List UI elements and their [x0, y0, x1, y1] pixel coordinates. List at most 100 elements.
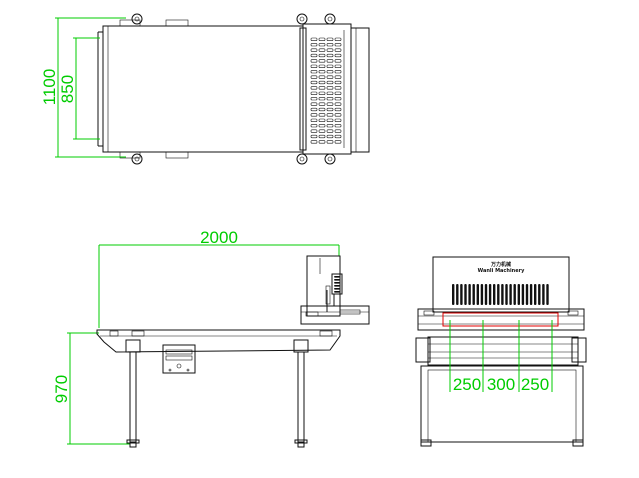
vent-slot [310, 86, 318, 90]
front-view-housing [432, 256, 570, 313]
fan-stripe [334, 282, 340, 284]
grille-slot [538, 284, 541, 305]
vent-slot [310, 48, 318, 52]
dim-label-300: 300 [487, 375, 515, 394]
vent-slot [318, 113, 326, 117]
vent-slot [326, 59, 334, 63]
dim-label-250-right: 250 [521, 375, 549, 394]
vent-slot [310, 97, 318, 101]
vent-slot [326, 53, 334, 58]
vent-slot [326, 107, 334, 112]
vent-slot [310, 113, 318, 117]
vent-slot [326, 129, 334, 133]
vent-slot [318, 86, 326, 90]
vent-slots [310, 37, 342, 144]
grille-slot [513, 284, 516, 305]
vent-slot [318, 129, 326, 133]
dimension-2000: 2000 [98, 228, 340, 328]
vent-slot [334, 37, 342, 41]
grille-slot [542, 284, 545, 305]
vent-slot [334, 80, 342, 85]
front-view-dimensions: 250 300 250 [449, 320, 553, 394]
vent-slot [326, 37, 334, 41]
dim-label-250-left: 250 [453, 375, 481, 394]
fan-stripes [334, 276, 340, 293]
vent-slot [334, 91, 342, 95]
dim-label-970: 970 [52, 375, 71, 403]
vent-slot [310, 37, 318, 41]
vent-slot [318, 80, 326, 85]
vent-slot [318, 43, 326, 47]
grille-slot [464, 284, 467, 305]
vent-slot [334, 70, 342, 74]
vent-slot [334, 129, 342, 133]
grille-slot [468, 284, 471, 305]
vent-slot [326, 48, 334, 52]
vent-slot [334, 118, 342, 122]
grille-slot [505, 284, 508, 305]
fan-stripe [334, 288, 340, 290]
fan-stripe [334, 279, 340, 281]
vent-slot [326, 64, 334, 68]
vent-slot [326, 91, 334, 95]
grille-slot [484, 284, 488, 305]
vent-slot [310, 80, 318, 85]
fan-stripe [334, 285, 340, 287]
vent-slot [310, 140, 318, 144]
vent-slot [326, 124, 334, 128]
vent-slot [326, 43, 334, 47]
dim-label-2000: 2000 [200, 228, 238, 247]
top-view: 1100 850 [40, 13, 370, 165]
heating-zone-highlight [442, 312, 559, 327]
vent-slot [334, 48, 342, 52]
side-view-tunnel [300, 255, 370, 325]
grille-slot [480, 284, 484, 305]
top-view-belt [102, 25, 304, 153]
vent-slot [318, 75, 326, 79]
vent-slot [318, 48, 326, 52]
vent-slot [310, 107, 318, 112]
side-view-frame [96, 329, 341, 353]
vent-slot [318, 59, 326, 63]
grille-slot [476, 284, 479, 305]
vent-slot [334, 102, 342, 106]
vent-slot [310, 129, 318, 133]
vent-slot [318, 64, 326, 68]
top-view-bolts [131, 13, 336, 165]
vent-slot [310, 43, 318, 47]
grille-slot [517, 284, 520, 305]
side-view-legs [125, 339, 309, 448]
fan-stripe [334, 291, 340, 293]
grille-slot [521, 284, 525, 305]
vent-slot [310, 91, 318, 95]
vent-slot [334, 86, 342, 90]
vent-slot [334, 75, 342, 79]
vent-slot [326, 118, 334, 122]
vent-slot [318, 70, 326, 74]
top-view-tunnel [299, 23, 370, 155]
dimension-970: 970 [52, 332, 130, 445]
grille-slot [460, 284, 463, 305]
vent-slot [326, 102, 334, 106]
vent-slot [334, 59, 342, 63]
vent-slot [310, 75, 318, 79]
vent-slot [326, 70, 334, 74]
grille-slot [525, 284, 529, 305]
vent-slot [334, 113, 342, 117]
vent-slot [326, 140, 334, 144]
fan-stripe [334, 276, 340, 278]
grille-slot [529, 284, 533, 305]
side-view-control-box [162, 344, 196, 374]
vent-slot [318, 53, 326, 58]
grille-slot [493, 284, 496, 305]
grille-slot [497, 284, 500, 305]
vent-slot [326, 134, 334, 139]
vent-slot [334, 107, 342, 112]
vent-slot [334, 97, 342, 101]
dimension-1100: 1100 [40, 17, 126, 158]
vent-slot [326, 86, 334, 90]
vent-slot [334, 140, 342, 144]
grille-slot [488, 284, 492, 305]
vent-slot [310, 70, 318, 74]
vent-slot [310, 59, 318, 63]
